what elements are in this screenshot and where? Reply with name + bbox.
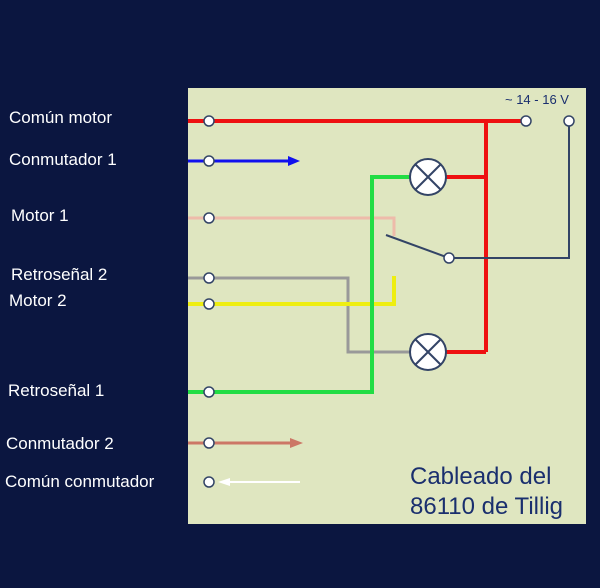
power-label: ~ 14 - 16 V	[505, 92, 569, 107]
lamp-icon	[409, 158, 447, 196]
terminal-icon	[203, 115, 215, 127]
pink-motor-1-wire	[188, 216, 396, 236]
terminal-icon	[203, 212, 215, 224]
gray-retrosenal-2-wire	[188, 276, 410, 354]
terminal-icon	[203, 386, 215, 398]
terminal-icon	[520, 115, 532, 127]
label-motor-2: Motor 2	[9, 291, 67, 310]
arrow-left-icon	[218, 478, 230, 486]
label-retrosenal-2: Retroseñal 2	[11, 265, 108, 284]
title-line-1: Cableado del	[410, 463, 552, 490]
terminal-icon	[203, 437, 215, 449]
arrow-right-icon	[288, 156, 300, 166]
label-comun-motor: Común motor	[9, 108, 112, 127]
label-comun-conmutador: Común conmutador	[5, 472, 155, 491]
title-line-2: 86110 de Tillig	[410, 493, 563, 520]
power-return-wire	[449, 121, 570, 259]
terminal-icon	[203, 272, 215, 284]
terminal-icon	[563, 115, 575, 127]
lamp-icon	[409, 333, 447, 371]
label-motor-1: Motor 1	[11, 206, 69, 225]
label-retrosenal-1: Retroseñal 1	[8, 381, 105, 400]
green-retrosenal-1-wire	[188, 175, 410, 394]
diagram-title: Cableado del 86110 de Tillig	[410, 462, 563, 522]
arrow-right-icon	[290, 438, 303, 448]
terminal-icon	[203, 298, 215, 310]
label-conmutador-2: Conmutador 2	[6, 434, 114, 453]
red-common-motor-wire	[188, 119, 526, 354]
switch-icon	[385, 234, 450, 259]
yellow-motor-2-wire	[188, 276, 396, 306]
terminal-icon	[203, 476, 215, 488]
terminal-icon	[203, 155, 215, 167]
label-conmutador-1: Conmutador 1	[9, 150, 117, 169]
terminal-icon	[443, 252, 455, 264]
